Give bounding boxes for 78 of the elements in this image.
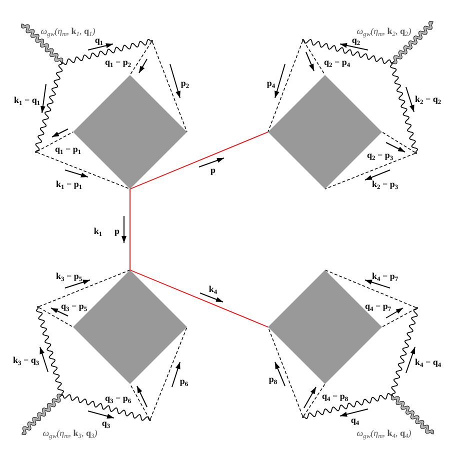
dashed-line xyxy=(150,326,188,420)
vertex-dot xyxy=(416,306,418,310)
dashed-line xyxy=(36,152,130,190)
vertex-dot xyxy=(36,306,40,308)
edge-label: k$_{4}$ − p$_{7}$ xyxy=(372,270,398,282)
shaded-diamond xyxy=(73,270,187,384)
dashed-line xyxy=(130,42,152,76)
double-wavy-line xyxy=(22,394,62,436)
shaded-diamond xyxy=(268,270,382,384)
dashed-line xyxy=(38,270,130,307)
dashed-line xyxy=(382,308,416,328)
dashed-line xyxy=(268,326,303,416)
vertex-dot xyxy=(414,152,418,154)
edge-label: q$_{3}$ xyxy=(102,417,110,428)
edge-label: q$_{3}$ − p$_{6}$ xyxy=(104,392,132,404)
dashed-line xyxy=(382,132,416,153)
dashed-line xyxy=(130,384,150,420)
edge-label: q$_{4}$ xyxy=(350,414,360,426)
edge-label: q$_{1}$ − p$_{2}$ xyxy=(104,56,132,68)
edge-label: q$_{1}$ xyxy=(94,34,104,46)
shaded-diamond xyxy=(268,75,382,189)
wavy-line xyxy=(36,308,64,394)
wavy-line xyxy=(304,39,392,64)
edge-label: q$_{4}$ − p$_{8}$ xyxy=(322,390,348,402)
vertex-dot xyxy=(148,418,152,422)
edge-label: ω$_{gw}$(η$_{m}$, k$_{1}$, q$_{1}$) xyxy=(40,26,96,36)
edge-label: k$_{4}$ xyxy=(208,283,218,294)
dashed-line xyxy=(324,153,416,190)
edge-label: k$_{2}$ − q$_{2}$ xyxy=(414,94,442,104)
edge-label: p$_{4}$ xyxy=(266,78,276,88)
solid-line xyxy=(130,132,268,190)
vertex-dot xyxy=(60,62,64,64)
edge-label: k$_{3}$ − q$_{3}$ xyxy=(12,354,40,366)
dashed-line xyxy=(324,270,416,308)
dashed-line xyxy=(303,384,326,416)
vertex-dot xyxy=(60,394,64,396)
dashed-line xyxy=(36,132,74,152)
vertex-dot xyxy=(150,40,154,42)
edge-label: q$_{4}$ − p$_{7}$ xyxy=(364,300,392,312)
edge-label: ω$_{gw}$(η$_{m}$, k$_{4}$, q$_{4}$) xyxy=(356,428,412,438)
dashed-line xyxy=(303,40,326,76)
edge-label: p xyxy=(210,164,216,176)
edge-label: q$_{1}$ − p$_{1}$ xyxy=(54,143,82,154)
shaded-diamond xyxy=(73,75,187,189)
edge-label: q$_{3}$ − p$_{5}$ xyxy=(60,300,88,312)
momentum-label: k$_{1}$ xyxy=(94,226,102,236)
edge-label: ω$_{gw}$(η$_{m}$, k$_{2}$, q$_{2}$) xyxy=(356,26,412,36)
solid-line xyxy=(130,270,268,328)
dashed-line xyxy=(38,307,74,328)
dashed-line xyxy=(152,42,188,132)
wavy-line xyxy=(35,64,63,152)
double-wavy-line xyxy=(20,24,64,63)
vertex-dot xyxy=(390,62,394,64)
wavy-line xyxy=(62,394,150,421)
vertex-dot xyxy=(34,150,38,154)
vertex-dot xyxy=(302,416,304,418)
edge-label: k$_{1}$ − p$_{1}$ xyxy=(56,178,82,190)
edge-label: ω$_{gw}$(η$_{m}$, k$_{3}$, q$_{3}$) xyxy=(42,428,98,438)
edge-label: k$_{3}$ − p$_{5}$ xyxy=(56,270,82,282)
edge-label: p$_{8}$ xyxy=(268,374,278,384)
wavy-line xyxy=(391,308,418,394)
vertex-dot xyxy=(390,394,394,396)
wavy-line xyxy=(304,392,392,420)
edge-label: k$_{2}$ − p$_{3}$ xyxy=(372,178,398,190)
double-wavy-line xyxy=(392,21,434,64)
edge-label: p$_{6}$ xyxy=(180,376,188,386)
edge-label: q$_{2}$ − p$_{3}$ xyxy=(366,150,394,160)
edge-label: p xyxy=(114,226,120,236)
double-wavy-line xyxy=(390,395,434,434)
wavy-line xyxy=(62,38,152,66)
edge-label: q$_{2}$ − p$_{4}$ xyxy=(324,56,350,68)
edge-label: p$_{2}$ xyxy=(180,78,190,88)
dashed-line xyxy=(268,40,303,132)
edge-label: k$_{4}$ − q$_{4}$ xyxy=(414,356,442,368)
edge-label: q$_{2}$ xyxy=(352,34,360,45)
wavy-line xyxy=(390,64,418,152)
edge-label: k$_{1}$ − q$_{1}$ xyxy=(14,94,40,106)
vertex-dot xyxy=(302,38,304,42)
